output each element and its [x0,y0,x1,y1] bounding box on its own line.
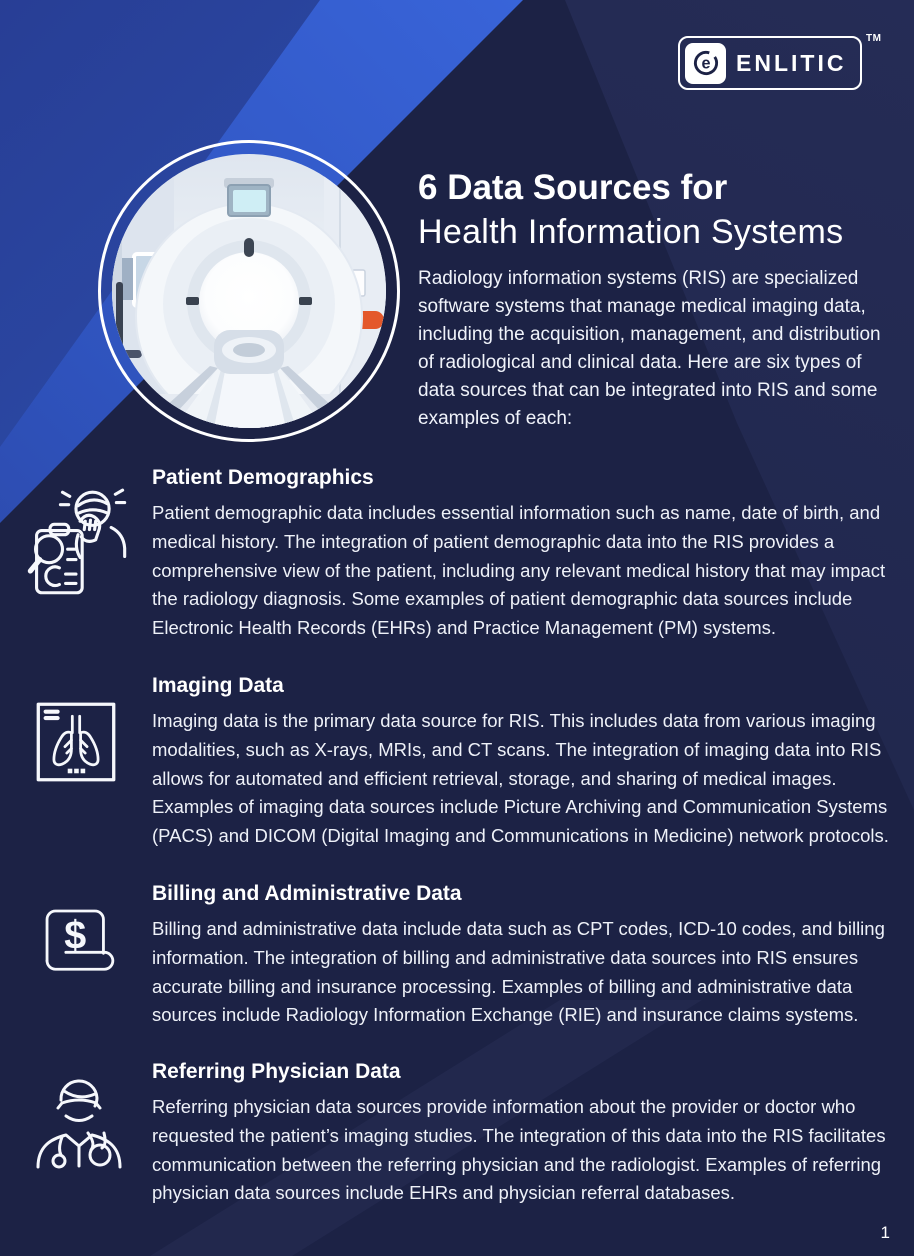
page-title-line1: 6 Data Sources for [418,168,728,207]
intro-paragraph: Radiology information systems (RIS) are … [418,268,881,430]
dollar-symbol: $ [64,914,86,958]
patient-demographics-icon [20,480,134,606]
billing-data-icon: $ [32,888,126,996]
enlitic-e-mark-icon: e [685,42,726,84]
section-body: Referring physician data sources provide… [152,1096,886,1204]
logo-mark-letter: e [701,55,710,73]
section-heading: Imaging Data [152,674,284,697]
section-heading: Referring Physician Data [152,1060,401,1083]
section-body: Imaging data is the primary data source … [152,710,889,847]
referring-physician-icon [24,1064,134,1186]
section-heading: Patient Demographics [152,466,374,489]
hero-text-block: 6 Data Sources for Health Information Sy… [418,167,888,433]
ct-scanner-photo [112,154,386,428]
section-body: Patient demographic data includes essent… [152,502,886,639]
page-number: 1 [880,1223,890,1242]
enlitic-wordmark: ENLITIC [736,49,847,76]
imaging-data-icon [30,688,122,796]
photo-ring-outline [98,140,400,442]
brand-logo: e ENLITIC [678,36,862,90]
trademark-symbol: TM [866,33,882,44]
section-heading: Billing and Administrative Data [152,882,462,905]
page-title-line2: Health Information Systems [418,213,844,252]
section-body: Billing and administrative data include … [152,918,885,1026]
